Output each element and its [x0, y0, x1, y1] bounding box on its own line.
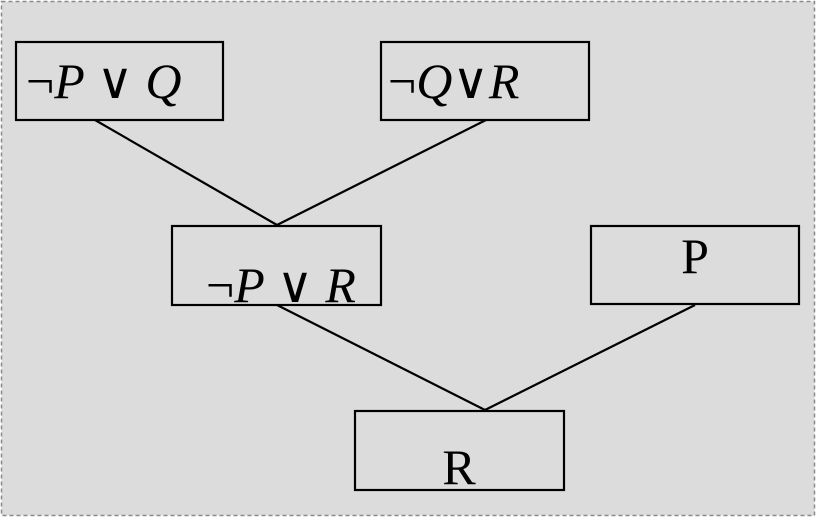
- clause-3-box: [589, 224, 801, 306]
- edge-clause-1-to-resolvent: [94, 119, 278, 226]
- literal-p: P: [53, 53, 85, 109]
- clause-3-formula: P: [681, 228, 709, 284]
- resolvent-1-box: [170, 224, 383, 307]
- or-symbol: ∨: [277, 257, 314, 313]
- or-symbol: ∨: [97, 53, 134, 109]
- conclusion-box: [353, 409, 566, 492]
- edge-clause-3-to-conclusion: [484, 304, 696, 411]
- literal-q: Q: [145, 53, 181, 109]
- node-boxes: [14, 40, 801, 492]
- conclusion-formula: R: [442, 439, 476, 495]
- clause-2-box: [379, 40, 591, 122]
- negation-symbol: ¬: [206, 257, 234, 313]
- resolvent-1-formula: ¬P∨R: [206, 257, 356, 313]
- negation-symbol: ¬: [388, 53, 416, 109]
- negation-symbol: ¬: [26, 53, 54, 109]
- edge-clause-2-to-resolvent: [276, 119, 487, 226]
- or-symbol: ∨: [452, 53, 489, 109]
- literal-p: P: [233, 257, 265, 313]
- clause-2-formula: ¬Q∨R: [388, 53, 519, 109]
- clause-1-formula: ¬P∨Q: [26, 53, 181, 109]
- literal-r: R: [488, 53, 520, 109]
- edges: [94, 119, 696, 411]
- literal-q: Q: [416, 53, 452, 109]
- literal-r: R: [324, 257, 356, 313]
- clause-1-box: [14, 40, 225, 122]
- edge-resolvent-to-conclusion: [276, 304, 486, 411]
